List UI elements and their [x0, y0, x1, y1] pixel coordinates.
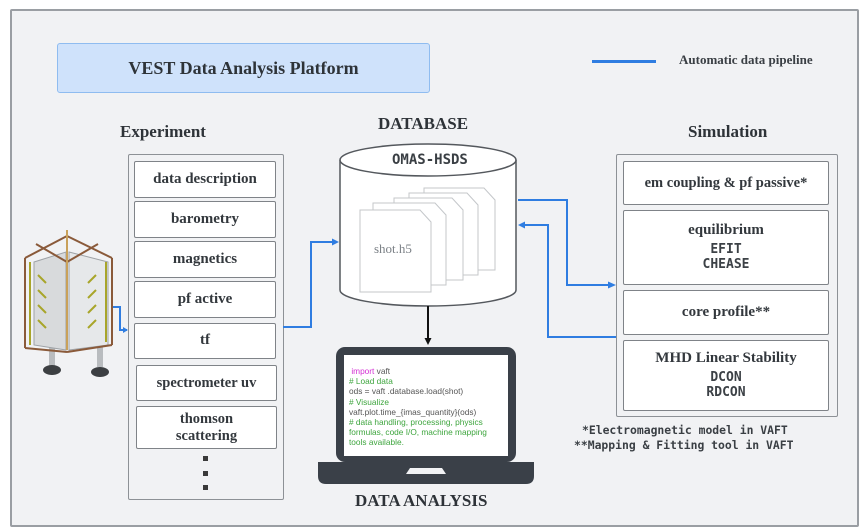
arrowhead-icon [123, 327, 128, 333]
experiment-item-label: thomson scattering [175, 410, 238, 444]
ellipsis-dot-icon [203, 471, 208, 476]
analysis-code-snippet: import vaft # Load data ods = vaft .data… [349, 366, 487, 448]
legend-pipeline-line [592, 60, 656, 63]
arrowhead-icon [424, 338, 432, 345]
device-leg [49, 345, 55, 367]
code-line: tools available. [349, 437, 404, 448]
tokamak-device-icon [24, 230, 113, 377]
device-leg [97, 345, 103, 367]
simulation-item: em coupling & pf passive* [623, 161, 829, 205]
simulation-code-name: DCON [710, 369, 742, 385]
code-line: # data handling, processing, physics [349, 417, 483, 428]
legend-pipeline-label: Automatic data pipeline [679, 52, 813, 67]
simulation-code-name: RDCON [706, 384, 746, 400]
footnote: *Electromagnetic model in VAFT [582, 423, 788, 437]
experiment-item: barometry [134, 201, 276, 238]
code-line: vaft.plot.time_{imas_quantity}(ods) [349, 406, 477, 417]
simulation-item-title: equilibrium [688, 222, 764, 239]
simulation-item: equilibrium EFIT CHEASE [623, 210, 829, 285]
ellipsis-dot-icon [203, 456, 208, 461]
experiment-item: spectrometer uv [136, 365, 277, 401]
simulation-code-name: EFIT [710, 241, 742, 257]
experiment-item: pf active [134, 281, 276, 318]
experiment-item: thomson scattering [136, 406, 277, 449]
simulation-code-name: CHEASE [702, 256, 750, 272]
device-body-right [68, 251, 109, 351]
simulation-label: Simulation [688, 122, 768, 141]
arrowhead-icon [332, 238, 339, 246]
platform-title: VEST Data Analysis Platform [57, 43, 430, 93]
arrowhead-icon [518, 221, 525, 229]
pipeline-database-to-simulation [518, 199, 608, 286]
experiment-item: data description [134, 161, 276, 198]
database-file-name: shot.h5 [374, 241, 412, 256]
simulation-item: MHD Linear Stability DCON RDCON [623, 340, 829, 411]
device-foot [91, 367, 109, 377]
database-store-name: OMAS-HSDS [392, 152, 468, 168]
device-body-left [33, 251, 67, 351]
pipeline-simulation-to-database [525, 224, 616, 338]
pipeline-experiment-to-database [283, 241, 333, 328]
data-analysis-label: DATA ANALYSIS [355, 491, 488, 510]
simulation-item: core profile** [623, 290, 829, 335]
code-line: # Visualize [349, 396, 389, 407]
laptop-icon [318, 347, 534, 484]
experiment-label: Experiment [120, 122, 206, 141]
code-line: formulas, code I/O, machine mapping [349, 427, 487, 438]
simulation-item-title: MHD Linear Stability [655, 350, 797, 367]
code-line: import vaft [351, 366, 391, 376]
experiment-item: magnetics [134, 241, 276, 278]
footnote: **Mapping & Fitting tool in VAFT [574, 438, 794, 452]
device-foot [43, 365, 61, 375]
file-stack-icon [359, 187, 496, 293]
code-line: # Load data [349, 376, 393, 387]
ellipsis-dot-icon [203, 485, 208, 490]
database-label: DATABASE [378, 114, 469, 133]
arrowhead-icon [608, 281, 616, 289]
code-line: ods = vaft .database.load(shot) [349, 386, 464, 397]
pipeline-device-to-experiment [113, 306, 127, 331]
experiment-item: tf [134, 323, 276, 359]
